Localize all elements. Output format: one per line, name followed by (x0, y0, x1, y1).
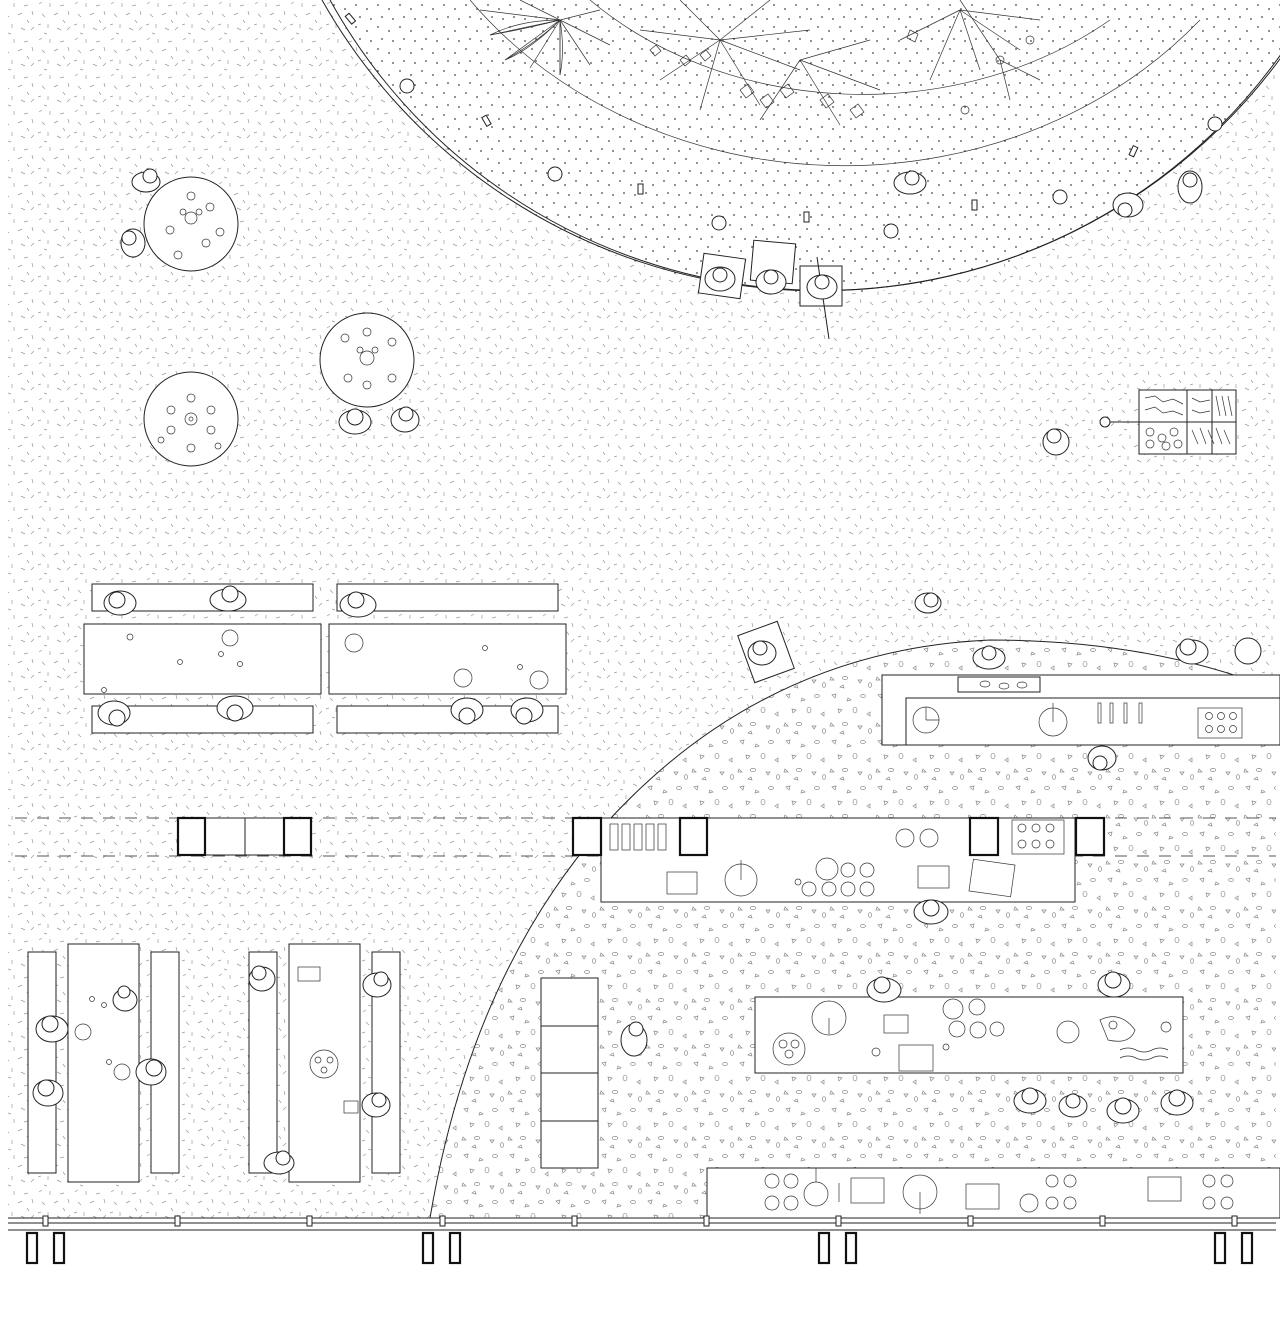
person-figure (914, 592, 942, 614)
person-figure (1087, 745, 1117, 771)
person-figure (893, 170, 927, 195)
person-figure (339, 591, 377, 618)
person-figure (248, 965, 276, 992)
person-figure (1106, 1097, 1140, 1124)
person-figure (131, 168, 161, 193)
person-figure (510, 697, 544, 725)
person-figure (135, 1058, 167, 1086)
table-group-lower-left (27, 943, 180, 1183)
plant-cluster-left (479, 0, 611, 76)
kitchen-island (754, 996, 1184, 1074)
person-figure (120, 228, 146, 258)
facade-posts (25, 1231, 1254, 1265)
person-figure (103, 590, 137, 616)
kitchen-counter-middle (571, 816, 1106, 903)
round-table-1 (143, 176, 239, 272)
person-figure (362, 971, 392, 998)
round-table-3 (143, 371, 239, 467)
person-figure (216, 695, 254, 722)
person-figure (866, 976, 902, 1003)
person-figure (112, 985, 138, 1012)
kitchen-counter-top (881, 674, 1280, 746)
person-figure (755, 269, 787, 295)
person-figure (35, 1015, 69, 1043)
circular-garden-bed (321, 0, 1280, 294)
person-figure (450, 697, 484, 725)
bench-left (176, 816, 313, 857)
facade-rail (8, 1215, 1276, 1231)
person-figure (1058, 1093, 1088, 1118)
person-figure (209, 585, 247, 612)
shelving-unit (540, 977, 599, 1169)
person-figure (1042, 428, 1070, 456)
person-figure (1177, 170, 1203, 204)
person-figure (263, 1150, 295, 1175)
person-figure (747, 640, 777, 666)
person-figure (1112, 192, 1144, 218)
person-figure (620, 1021, 648, 1057)
person-figure (1175, 638, 1209, 665)
garden-edge-lamps (344, 12, 1223, 239)
people (32, 168, 1209, 1175)
person-figure (972, 645, 1006, 670)
person-figure (32, 1079, 64, 1107)
person-figure (1097, 971, 1131, 998)
person-figure (361, 1092, 391, 1118)
plant-cluster-center (639, 0, 881, 126)
person-figure (338, 408, 372, 435)
round-table-2 (319, 312, 415, 408)
person-figure (97, 700, 131, 727)
garden-plants (479, 0, 1041, 126)
person-figure (913, 899, 949, 925)
plant-cluster-right (899, 0, 1041, 115)
person-figure (704, 266, 736, 292)
kitchen-counter-bottom (706, 1167, 1280, 1219)
person-figure (390, 406, 420, 433)
produce-cart (1099, 389, 1237, 455)
person-figure (1160, 1089, 1194, 1116)
person-figure (806, 274, 838, 300)
person-figure (1013, 1087, 1047, 1114)
